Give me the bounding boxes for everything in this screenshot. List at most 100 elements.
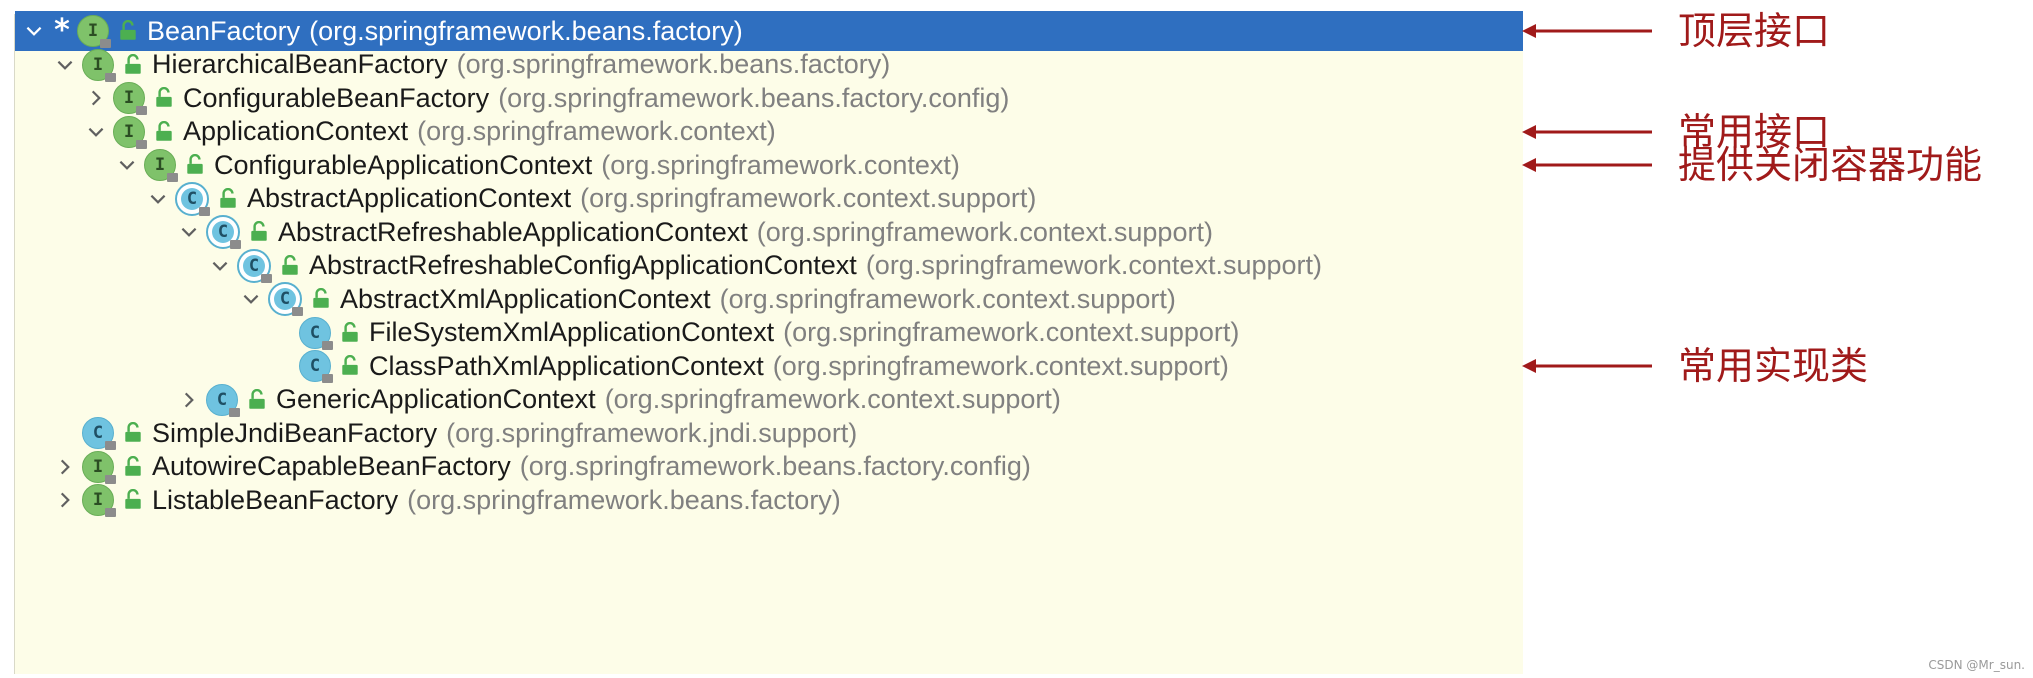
tree-node[interactable]: C GenericApplicationContext (org.springfra… <box>15 380 1523 420</box>
public-visibility-icon <box>153 120 183 143</box>
collapse-chevron-icon[interactable] <box>205 246 235 286</box>
class-icon: C <box>299 316 333 350</box>
readonly-badge-icon <box>100 39 111 48</box>
package-name: (org.springframework.beans.factory) <box>309 15 743 46</box>
abstract-class-icon: C <box>206 215 241 249</box>
collapse-chevron-icon[interactable] <box>174 212 204 252</box>
collapse-chevron-icon[interactable] <box>50 45 80 85</box>
tree-node[interactable]: C AbstractRefreshableApplicationContext (o… <box>15 212 1523 252</box>
class-icon: C <box>206 383 240 417</box>
readonly-badge-icon <box>105 72 116 82</box>
interface-icon: I <box>113 115 147 149</box>
public-visibility-icon <box>279 254 309 277</box>
class-icon: C <box>82 417 116 450</box>
package-name: (org.springframework.context) <box>417 116 776 146</box>
readonly-badge-icon <box>261 273 272 283</box>
public-visibility-icon <box>217 187 247 210</box>
annotation-label: 提供关闭容器功能 <box>1678 143 1983 187</box>
package-name: (org.springframework.context.support) <box>865 250 1322 280</box>
readonly-badge-icon <box>136 106 147 115</box>
expand-chevron-icon[interactable] <box>81 78 111 118</box>
type-name: HierarchicalBeanFactory <box>152 49 448 79</box>
readonly-badge-icon <box>322 374 333 383</box>
readonly-badge-icon <box>105 508 116 517</box>
class-icon: C <box>299 350 333 383</box>
type-name: ConfigurableBeanFactory <box>183 82 490 113</box>
collapse-chevron-icon[interactable] <box>236 279 266 319</box>
package-name: (org.springframework.context) <box>601 149 960 180</box>
type-name: ClassPathXmlApplicationContext <box>369 350 764 381</box>
type-name: AbstractXmlApplicationContext <box>340 283 711 314</box>
type-name: FileSystemXmlApplicationContext <box>369 317 775 347</box>
public-visibility-icon <box>339 321 369 344</box>
collapse-chevron-icon[interactable] <box>81 112 111 152</box>
annotation-arrow-icon <box>1522 124 1652 139</box>
type-name: AbstractRefreshableApplicationContext <box>278 216 748 247</box>
package-name: (org.springframework.context.support) <box>772 350 1229 381</box>
type-name: ApplicationContext <box>183 116 409 146</box>
interface-icon: I <box>82 484 116 517</box>
collapse-chevron-icon[interactable] <box>19 11 49 51</box>
tree-node[interactable]: C ClassPathXmlApplicationContext (org.spri… <box>15 346 1523 386</box>
readonly-badge-icon <box>105 441 116 450</box>
public-visibility-icon <box>153 87 183 109</box>
tree-node[interactable]: I ListableBeanFactory (org.springframework… <box>15 480 1523 520</box>
tree-node[interactable]: I ApplicationContext (org.springframework.… <box>15 112 1523 152</box>
tree-node[interactable]: C AbstractApplicationContext (org.springfr… <box>15 179 1523 219</box>
readonly-badge-icon <box>167 173 178 182</box>
interface-icon: I <box>144 149 178 182</box>
public-visibility-icon <box>339 355 369 377</box>
abstract-class-icon: C <box>237 248 272 283</box>
annotation-arrow-icon <box>1522 24 1652 38</box>
annotation-arrow-icon <box>1522 158 1652 172</box>
readonly-badge-icon <box>136 139 147 149</box>
package-name: (org.springframework.jndi.support) <box>446 417 858 448</box>
public-visibility-icon <box>184 154 214 176</box>
package-name: (org.springframework.context.support) <box>604 384 1061 414</box>
public-visibility-icon <box>122 455 152 478</box>
type-name: GenericApplicationContext <box>276 384 596 414</box>
interface-icon: I <box>82 48 116 82</box>
collapse-chevron-icon[interactable] <box>112 145 142 185</box>
annotation-arrow-icon <box>1522 359 1652 373</box>
public-visibility-icon <box>248 221 278 243</box>
readonly-badge-icon <box>105 474 116 484</box>
tree-node[interactable]: I ConfigurableBeanFactory (org.springframe… <box>15 78 1523 118</box>
type-name: AutowireCapableBeanFactory <box>152 451 511 481</box>
annotation-label: 顶层接口 <box>1678 9 1831 53</box>
watermark: CSDN @Mr_sun. <box>1928 658 2025 672</box>
annotation-label: 常用接口 <box>1678 109 1831 154</box>
tree-node[interactable]: C AbstractRefreshableConfigApplicationCon… <box>15 246 1523 286</box>
package-name: (org.springframework.beans.factory.confi… <box>519 451 1031 481</box>
public-visibility-icon <box>122 489 152 511</box>
interface-icon: I <box>77 15 111 48</box>
expand-chevron-icon[interactable] <box>50 480 80 520</box>
package-name: (org.springframework.context.support) <box>580 183 1037 213</box>
package-name: (org.springframework.context.support) <box>719 283 1176 314</box>
readonly-badge-icon <box>229 407 240 417</box>
package-name: (org.springframework.beans.factory.confi… <box>498 82 1010 113</box>
expand-chevron-icon[interactable] <box>174 380 204 420</box>
readonly-badge-icon <box>199 206 210 216</box>
type-name: ListableBeanFactory <box>152 484 399 515</box>
interface-icon: I <box>113 82 147 115</box>
type-name: AbstractRefreshableConfigApplicationCont… <box>309 250 857 280</box>
tree-node[interactable]: C SimpleJndiBeanFactory (org.springframewo… <box>15 413 1523 453</box>
expand-chevron-icon[interactable] <box>50 447 80 487</box>
abstract-class-icon: C <box>175 181 210 216</box>
readonly-badge-icon <box>322 340 333 350</box>
package-name: (org.springframework.beans.factory) <box>407 484 841 515</box>
type-name: AbstractApplicationContext <box>247 183 572 213</box>
collapse-chevron-icon[interactable] <box>143 179 173 219</box>
readonly-badge-icon <box>230 240 241 249</box>
package-name: (org.springframework.context.support) <box>756 216 1213 247</box>
public-visibility-icon <box>246 388 276 411</box>
type-name: SimpleJndiBeanFactory <box>152 417 438 448</box>
